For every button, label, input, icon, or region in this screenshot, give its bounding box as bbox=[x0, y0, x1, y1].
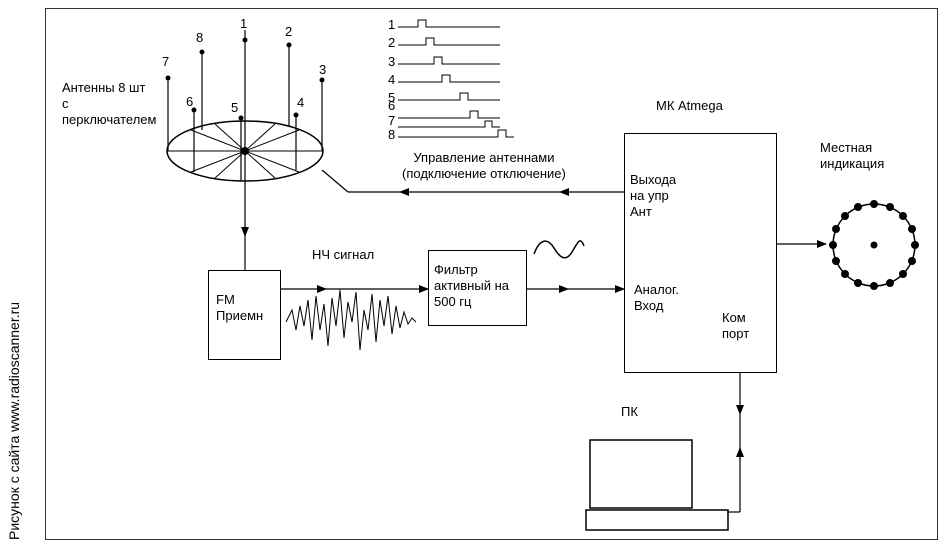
mcu-out-label: Выхода на упр Ант bbox=[630, 172, 677, 219]
timing-label-2: 2 bbox=[388, 35, 396, 50]
control-label: Управление антеннами (подключение отключ… bbox=[402, 150, 566, 181]
side-caption: Рисунок с сайта www.radioscanner.ru bbox=[6, 301, 22, 540]
mcu-block bbox=[624, 133, 777, 373]
timing-label-4: 4 bbox=[388, 72, 396, 87]
diagram-frame bbox=[45, 8, 938, 540]
lf-signal-label: НЧ сигнал bbox=[312, 247, 375, 262]
mcu-title: МК Atmega bbox=[656, 98, 723, 113]
timing-label-3: 3 bbox=[388, 54, 396, 69]
fm-receiver-block bbox=[208, 270, 281, 360]
timing-label-1: 1 bbox=[388, 17, 396, 32]
antenna-number-6: 6 bbox=[186, 94, 194, 109]
filter-label: Фильтр активный на 500 гц bbox=[434, 262, 509, 309]
led-ring-indicator bbox=[829, 200, 919, 290]
antenna-number-2: 2 bbox=[285, 24, 293, 39]
indication-label: Местная индикация bbox=[820, 140, 885, 171]
antenna-number-1: 1 bbox=[240, 16, 248, 31]
timing-label-5: 5 bbox=[388, 90, 396, 105]
mcu-in-label: Аналог. Вход bbox=[634, 282, 679, 313]
antenna-number-8: 8 bbox=[196, 30, 204, 45]
mcu-com-label: Ком порт bbox=[722, 310, 750, 341]
antenna-number-5: 5 bbox=[231, 100, 239, 115]
antenna-number-7: 7 bbox=[162, 54, 170, 69]
antenna-number-3: 3 bbox=[319, 62, 327, 77]
timing-label-6: 6 bbox=[388, 98, 396, 113]
pc-monitor bbox=[589, 439, 693, 509]
filter-block bbox=[428, 250, 527, 326]
sine-waveform bbox=[533, 240, 585, 259]
antenna-number-4: 4 bbox=[297, 95, 305, 110]
pc-computer bbox=[585, 439, 729, 531]
receiver-label: FM Приемн bbox=[216, 292, 264, 323]
noise-waveform bbox=[285, 289, 417, 351]
pc-label: ПК bbox=[621, 404, 638, 419]
antenna-label: Антенны 8 шт с перключателем bbox=[62, 80, 157, 127]
timing-diagram bbox=[398, 19, 514, 138]
antenna-masts bbox=[165, 30, 325, 181]
timing-label-8: 8 bbox=[388, 127, 396, 142]
timing-label-7: 7 bbox=[388, 113, 396, 128]
pc-base bbox=[585, 509, 729, 531]
